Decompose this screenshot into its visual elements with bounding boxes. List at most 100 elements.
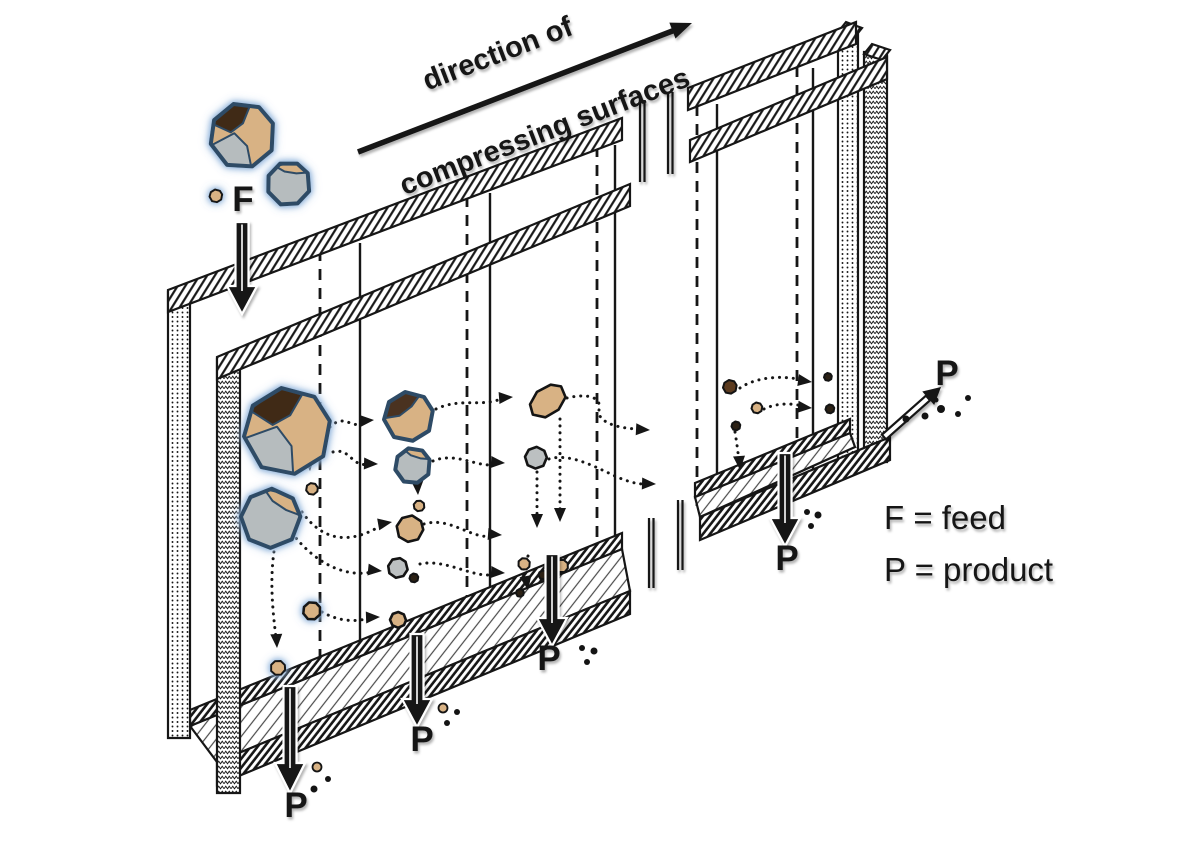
rock-outline [523,445,548,470]
product-out-arrowhead [922,387,941,405]
rock-body [530,384,566,418]
rock-outline [516,589,524,597]
rock [237,484,305,552]
pebble [517,557,531,571]
plate-slab-hatchTop [215,182,632,381]
pebble [410,574,419,583]
rock [385,555,411,581]
trajectory-arrowhead [498,391,513,404]
trajectory-path [422,520,494,538]
trajectory-path [733,430,741,462]
trajectory-arrowhead [519,575,532,590]
trajectory-path [738,375,804,390]
particle-dot [933,397,939,403]
pebble [516,589,524,597]
trajectory-path [434,396,505,411]
product-label-3: P [537,639,560,678]
rock [523,445,548,470]
plate-slab-zigzag [215,357,242,795]
particle-dot [325,776,331,782]
rock-body [388,558,408,578]
rock-body [396,515,424,542]
product-label-1: P [284,786,307,825]
particle-dot [584,659,590,665]
particle-dot [590,647,598,655]
trajectory-arrowhead [797,374,812,386]
rock-outline [244,388,330,474]
plate-slab-hatchTop [686,20,858,112]
trajectory-arrowhead [531,514,543,528]
rock-outline [387,609,409,631]
pebble [824,373,832,381]
particle-dot [965,395,971,401]
pebble [412,499,426,513]
rock-body [271,660,286,675]
particle-dot [310,785,318,793]
pebble [210,190,223,203]
particle-dot [311,761,323,773]
particle-dot [454,709,460,715]
trajectory-path [331,449,370,466]
particle-dot [804,509,810,515]
rock-outline [385,555,411,581]
trajectory-arrowhead [490,456,505,469]
rock-body [723,380,737,394]
rock-outline [824,373,832,381]
trajectory-arrowhead [635,423,650,436]
product-label-5: P [935,354,958,393]
plate-slab-hatchTop [166,116,624,314]
rock-outline [412,499,426,513]
rock-body [518,558,530,570]
fragment-trajectories [270,374,812,648]
plate-slab-hatchBold [693,417,852,499]
rock-body [390,612,406,628]
trajectory-arrowhead [797,400,812,413]
trajectory-arrowhead [270,633,283,648]
rock-outline [523,378,571,424]
trajectory-arrowhead [487,528,502,541]
rock [262,157,315,210]
rock-body [409,573,419,583]
legend-feed: F = feed [884,499,1006,536]
trajectory-path [547,456,647,486]
product-particles [310,395,971,793]
rock [393,512,426,545]
rock-outline [304,481,320,497]
trajectory-arrowhead [554,508,566,522]
pebble [387,609,409,631]
rock-outline [410,574,419,583]
trajectory-arrowhead [733,455,746,470]
trajectory-path [418,561,497,577]
plate-slab-zigzag [862,50,889,464]
rock-outline [517,557,531,571]
rock [523,378,571,424]
pebble [304,481,320,497]
trajectory-path [300,510,384,539]
particle-dot [808,523,814,529]
rock-outline [826,405,835,414]
rock-body [731,421,741,431]
break-marks [638,92,684,588]
rock-outline [206,99,279,172]
rock-body [525,446,547,469]
rocks [206,99,835,678]
rock [384,392,433,441]
direction-arrow-line [357,27,676,155]
pebble [752,403,763,414]
trajectory-path [565,394,640,431]
rock-outline [210,190,223,203]
product-label-4: P [775,539,798,578]
particle-dot [921,412,929,420]
plate-slab-hatchTop [688,55,889,164]
particle-dot [579,645,585,651]
flow-arrows [225,22,941,796]
trajectory-arrowhead [377,518,392,531]
pebble [302,601,322,621]
particle-dot [937,405,945,413]
pebble [723,380,737,394]
trajectory-path [320,610,372,622]
product-label-2: P [410,720,433,759]
legend-product: P = product [884,551,1053,588]
